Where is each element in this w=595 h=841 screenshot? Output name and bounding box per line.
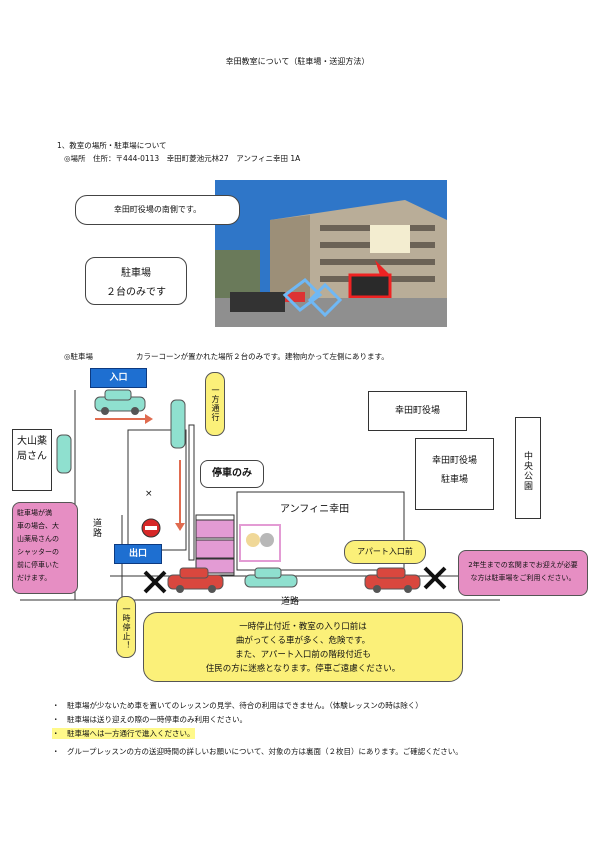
road-side-label: 道路 bbox=[91, 518, 101, 538]
pink-left-line: 前に停車いた bbox=[17, 561, 59, 569]
building-label: アンフィニ幸田 bbox=[280, 504, 350, 515]
temp-stop-sign: 一時停止！ bbox=[116, 596, 136, 658]
central-park-box: 中央公園 bbox=[515, 417, 541, 519]
note-item-highlight: ・ 駐車場へは一方通行で進入ください。 bbox=[52, 728, 195, 739]
car-red-2 bbox=[364, 567, 421, 593]
warning-line: また、アパート入口前の階段付近も bbox=[235, 650, 371, 660]
pharmacy-text: 大山薬局さん bbox=[17, 436, 47, 462]
pink-left-line: 駐車場が満 bbox=[17, 509, 52, 517]
section-heading: 1、教室の場所・駐車場について bbox=[57, 141, 167, 150]
pharmacy-box: 大山薬局さん bbox=[12, 429, 52, 491]
one-way-text: 一方通行 bbox=[211, 386, 220, 422]
page-title: 幸田教室について（駐車場・送迎方法） bbox=[225, 57, 370, 66]
address-text: ◎場所 住所：〒444-0113 幸田町菱池元林27 アンフィニ幸田 1A bbox=[64, 154, 301, 163]
callout-parking-line2: ２台のみです bbox=[106, 287, 166, 298]
warning-line: 一時停止付近・教室の入り口前は bbox=[239, 622, 367, 632]
town-hall-text: 幸田町役場 bbox=[394, 406, 440, 416]
entrance-text: 入口 bbox=[109, 373, 128, 383]
apartment-entrance-text: アパート入口前 bbox=[357, 547, 413, 556]
danger-warning-bubble: 一時停止付近・教室の入り口前は 曲がってくる車が多く、危険です。 また、アパート… bbox=[143, 612, 463, 682]
note-item: ・ 駐車場が少ないため車を置いてのレッスンの見学、待合の利用はできません。（体験… bbox=[52, 701, 423, 710]
pink-left-line: シャッターの bbox=[17, 548, 59, 556]
callout-town-hall-south-text: 幸田町役場の南側です。 bbox=[113, 205, 202, 214]
pink-right-line: 2年生までの玄関までお迎えが必要 bbox=[468, 561, 578, 569]
town-hall-parking-line2: 駐車場 bbox=[440, 475, 468, 485]
pharmacy-overflow-note: 駐車場が満 車の場合、大 山薬局さんの シャッターの 前に停車いた だけます。 bbox=[12, 502, 78, 594]
building-photo bbox=[215, 180, 447, 327]
parking-note-text: カラーコーンが置かれた場所２台のみです。建物向かって左側にあります。 bbox=[136, 352, 389, 361]
note-item: ・ 駐車場は送り迎えの際の一時停車のみ利用ください。 bbox=[52, 715, 247, 724]
callout-parking-two: 駐車場 ２台のみです bbox=[85, 257, 187, 305]
notes-list: ・ 駐車場が少ないため車を置いてのレッスンの見学、待合の利用はできません。（体験… bbox=[52, 700, 582, 760]
note-item: ・ グループレッスンの方の送迎時間の詳しいお願いについて、対象の方は裏面（２枚目… bbox=[52, 747, 463, 756]
stop-only-text: 停車のみ bbox=[212, 468, 252, 479]
road-bottom-label: 道路 bbox=[281, 597, 300, 607]
pink-right-line: な方は駐車場をご利用ください。 bbox=[470, 574, 576, 582]
car-mint-vertical bbox=[170, 399, 186, 449]
town-hall-box: 幸田町役場 bbox=[368, 391, 467, 431]
callout-parking-line1: 駐車場 bbox=[121, 268, 151, 279]
cross-mark: × bbox=[145, 489, 153, 499]
central-park-text: 中央公園 bbox=[522, 451, 532, 491]
apartment-entrance-bubble: アパート入口前 bbox=[344, 540, 426, 564]
pickup-parking-note: 2年生までの玄関までお迎えが必要 な方は駐車場をご利用ください。 bbox=[458, 550, 588, 596]
warning-line: 住民の方に迷惑となります。停車ご遠慮ください。 bbox=[205, 664, 401, 674]
town-hall-parking-line1: 幸田町役場 bbox=[431, 456, 477, 466]
car-mint-top bbox=[94, 389, 146, 415]
car-mint-left bbox=[56, 434, 72, 474]
building-photo-illustration bbox=[215, 180, 447, 327]
one-way-sign: 一方通行 bbox=[205, 372, 225, 436]
town-hall-parking-box: 幸田町役場 駐車場 bbox=[415, 438, 494, 510]
pink-left-line: 車の場合、大 bbox=[17, 522, 59, 530]
callout-town-hall-south: 幸田町役場の南側です。 bbox=[75, 195, 240, 225]
car-mint-2 bbox=[244, 567, 298, 588]
exit-label: 出口 bbox=[114, 544, 162, 564]
pink-left-line: 山薬局さんの bbox=[17, 535, 59, 543]
stop-only-callout: 停車のみ bbox=[200, 460, 264, 488]
temp-stop-text: 一時停止！ bbox=[122, 604, 131, 650]
car-red-1 bbox=[167, 567, 224, 593]
entrance-label: 入口 bbox=[90, 368, 147, 388]
exit-text: 出口 bbox=[128, 549, 147, 559]
warning-line: 曲がってくる車が多く、危険です。 bbox=[235, 636, 371, 646]
pink-left-line: だけます。 bbox=[17, 574, 52, 582]
parking-note-label: ◎駐車場 bbox=[64, 352, 94, 361]
access-map bbox=[20, 389, 500, 601]
